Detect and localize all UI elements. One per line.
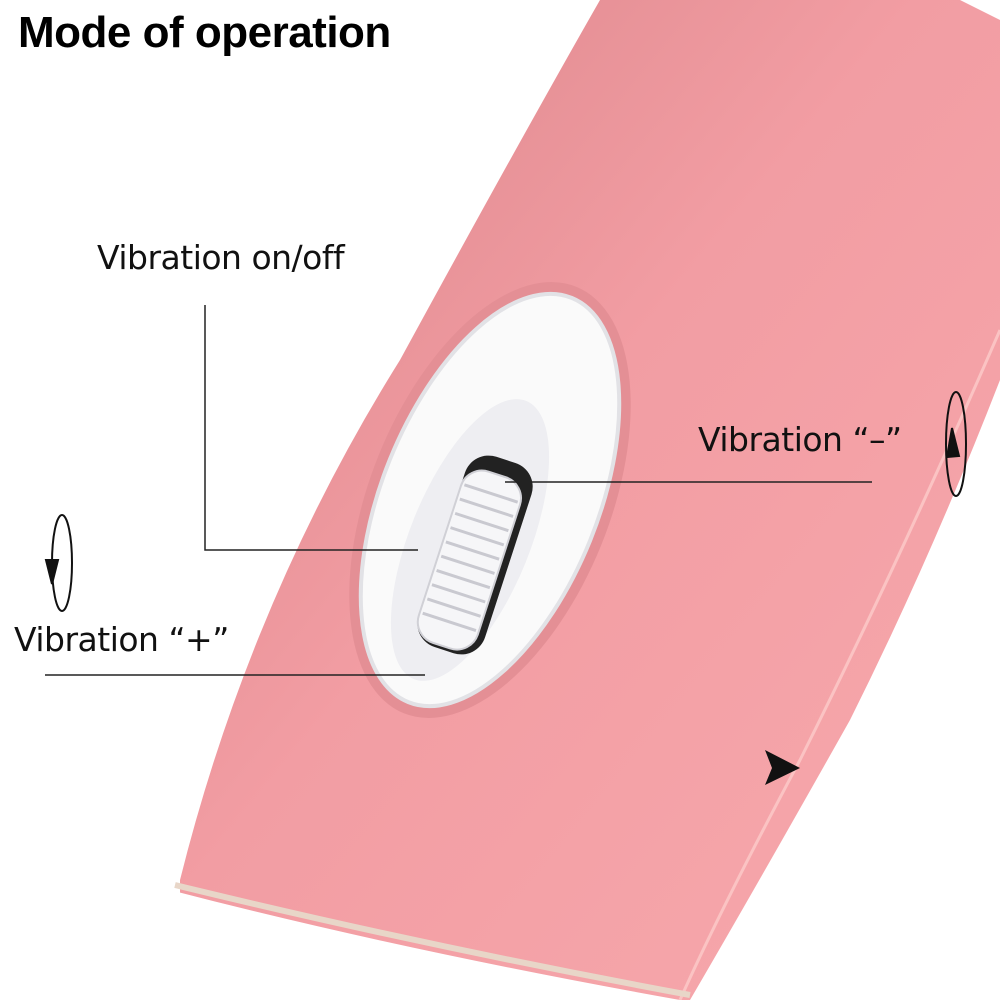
rotate-down-icon <box>44 514 73 612</box>
vibration-dial <box>416 469 522 651</box>
page-title: Mode of operation <box>18 8 391 57</box>
label-vibration-minus: Vibration “–” <box>698 420 902 459</box>
pointer-arrow-icon <box>765 750 800 785</box>
label-vibration-plus: Vibration “+” <box>14 620 229 659</box>
leader-on-off <box>204 305 418 551</box>
top-collar <box>960 0 1000 20</box>
label-vibration-on-off: Vibration on/off <box>97 238 345 277</box>
bottom-cap <box>150 890 680 1000</box>
body-edge-highlight <box>678 329 1000 1000</box>
rotate-up-icon <box>945 391 967 497</box>
